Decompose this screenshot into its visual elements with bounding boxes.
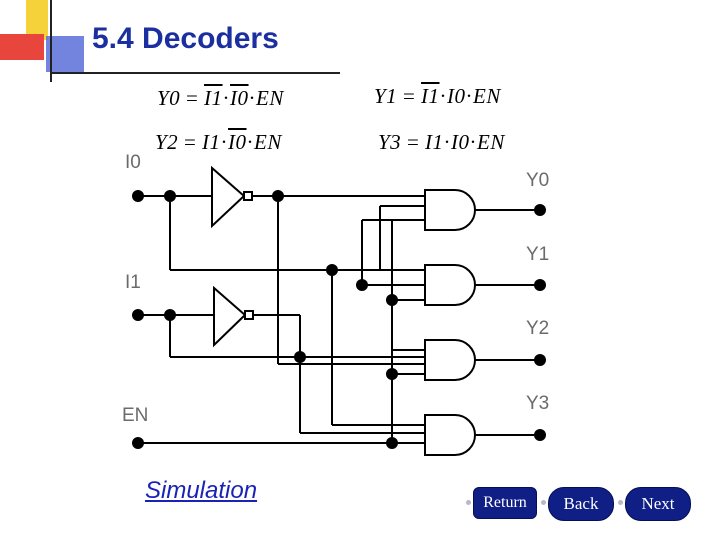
label-output-y1: Y1 (526, 244, 550, 265)
and-gates (424, 189, 476, 456)
label-output-y2: Y2 (526, 318, 550, 339)
corner-blue-square (46, 36, 84, 72)
inverter-i1 (213, 285, 254, 348)
label-input-en: EN (122, 405, 149, 426)
and-gate-y0 (424, 189, 476, 231)
next-button[interactable]: Next (625, 487, 691, 521)
equation-y3: Y3 = I1·I0·EN (378, 130, 505, 154)
title-underline (50, 72, 340, 74)
label-input-i1: I1 (125, 272, 141, 293)
corner-yellow-square (26, 0, 48, 40)
equation-y0: Y0 = I1·I0·EN (157, 86, 284, 110)
return-button[interactable]: Return (473, 487, 537, 519)
circuit-wires (138, 195, 540, 444)
and-gate-y2 (424, 339, 476, 381)
nav-dot (541, 500, 546, 505)
nav-dot (618, 500, 623, 505)
corner-vertical-line (50, 0, 52, 82)
label-input-i0: I0 (125, 152, 141, 173)
junction-dots (132, 190, 546, 449)
label-output-y3: Y3 (526, 393, 550, 414)
slide-title: 5.4 Decoders (92, 22, 279, 55)
inverter-i0 (211, 165, 253, 229)
and-gate-y3 (424, 414, 476, 456)
and-gate-y1 (424, 264, 476, 306)
equation-y2: Y2 = I1·I0·EN (155, 130, 282, 154)
simulation-link[interactable]: Simulation (145, 477, 258, 504)
back-button[interactable]: Back (548, 487, 614, 521)
label-output-y0: Y0 (526, 170, 550, 191)
equation-y1: Y1 = I1·I0·EN (374, 84, 501, 108)
nav-dot (466, 500, 471, 505)
corner-red-square (0, 34, 44, 60)
